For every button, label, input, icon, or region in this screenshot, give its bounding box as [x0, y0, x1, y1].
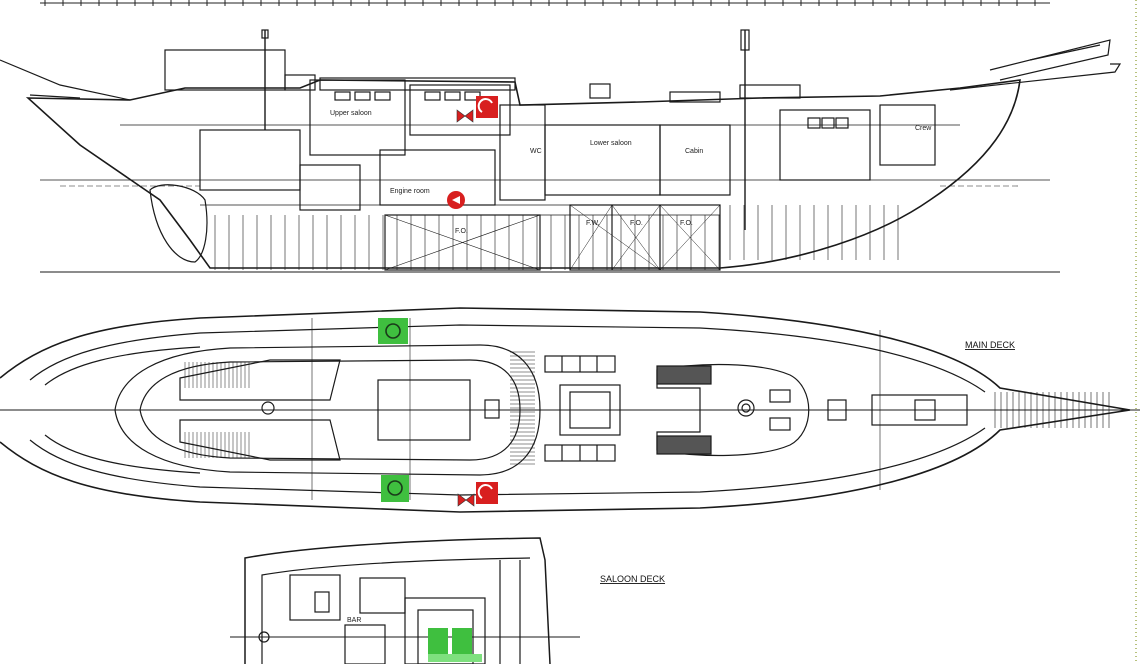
fuel-tank-label: F.O. [455, 228, 468, 235]
fo-tank-1-label: F.O. [630, 220, 643, 227]
saloon-deck-label: SALOON DECK [600, 574, 665, 584]
fire-extinguisher-icon [447, 191, 465, 209]
lower-saloon-label: Lower saloon [590, 140, 632, 147]
upper-saloon-label: Upper saloon [330, 110, 372, 117]
top-frame-scale [40, 0, 1050, 6]
profile-view [0, 29, 1122, 273]
fire-valve-icon [456, 109, 474, 123]
crew-label: Crew [915, 125, 932, 132]
main-deck-plan [0, 307, 1140, 513]
cabin-label: Cabin [685, 148, 703, 155]
life-buoy-icon [378, 318, 408, 344]
fire-extinguisher-icon [476, 96, 498, 118]
engine-room-label: Engine room [390, 188, 430, 195]
bar-label: BAR [347, 617, 361, 624]
life-buoy-icon [381, 475, 409, 502]
fire-valve-icon [457, 493, 475, 507]
life-buoy-icon [428, 628, 482, 662]
fire-extinguisher-icon [476, 482, 498, 504]
saloon-deck-plan [230, 537, 580, 664]
fo-tank-2-label: F.O. [680, 220, 693, 227]
fw-tank-label: F.W. [586, 220, 600, 227]
wc-label: WC [530, 148, 542, 155]
main-deck-label: MAIN DECK [965, 340, 1015, 350]
